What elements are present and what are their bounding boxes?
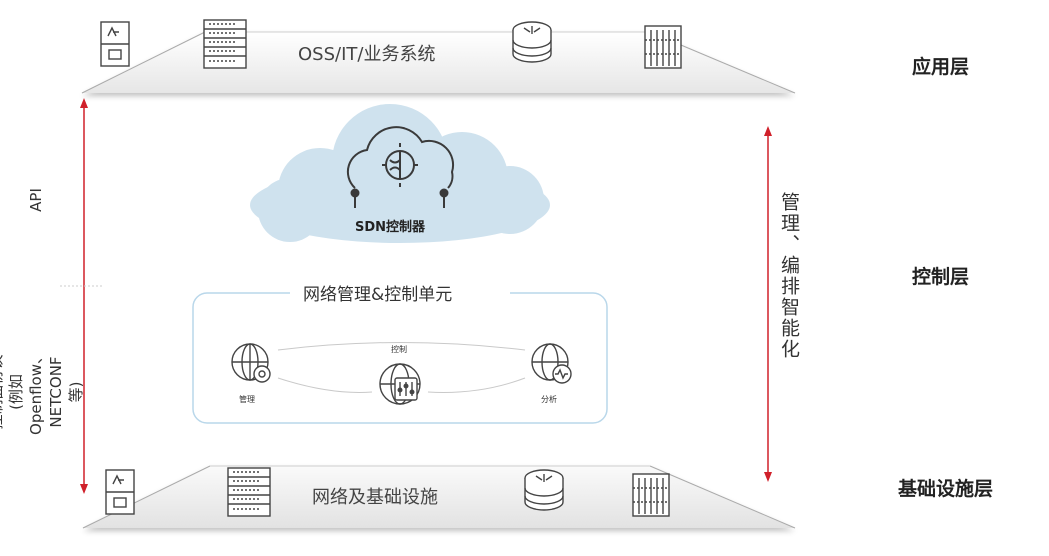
server-rack-icon [227,467,271,517]
layer-label-infra: 基础设施层 [898,478,994,500]
globe-sliders-icon [379,363,421,405]
left-axis-arrow-down [80,484,88,494]
router-stack-icon [524,469,564,511]
bottom-platform-label: 网络及基础设施 [312,487,438,508]
right-axis-arrow-up [764,126,772,136]
cloud-label: SDN控制器 [355,220,426,235]
unit-connector [277,377,373,393]
protocol-text: 控制面协议(例如Openflow、NETCONF等) [0,349,86,435]
layer-label-control: 控制层 [912,266,970,288]
globe-gear-icon [231,343,271,383]
switch-chassis-icon [632,473,670,517]
left-axis-protocol-label: 控制面协议(例如Openflow、NETCONF等) [0,272,85,512]
switch-chassis-icon [644,25,682,69]
unit-node-label-control: 控制 [391,345,407,354]
unit-connector [427,377,526,393]
unit-node-label-analysis: 分析 [541,395,557,404]
left-axis-api-label: API [16,180,56,220]
api-text: API [26,188,45,212]
unit-connector [277,342,526,351]
unit-title: 网络管理&控制单元 [303,285,453,305]
unit-node-label-manage: 管理 [239,395,255,404]
layer-label-app: 应用层 [912,56,970,78]
top-platform-shape [82,32,795,93]
top-platform-label: OSS/IT/业务系统 [298,44,436,65]
unit-title-mask [290,280,510,306]
left-axis-arrow-up [80,98,88,108]
bottom-platform-edge [82,465,211,529]
server-rack-icon [203,19,247,69]
cloud-shape [250,104,550,243]
firewall-device-icon [105,469,135,515]
globe-pulse-icon [531,343,572,384]
right-axis-label: 管理、编排智能化 [778,192,800,360]
top-platform-edge [81,31,206,94]
firewall-device-icon [100,21,130,67]
bottom-platform-edge [649,465,796,529]
right-axis-arrow-down [764,472,772,482]
router-stack-icon [512,21,552,63]
